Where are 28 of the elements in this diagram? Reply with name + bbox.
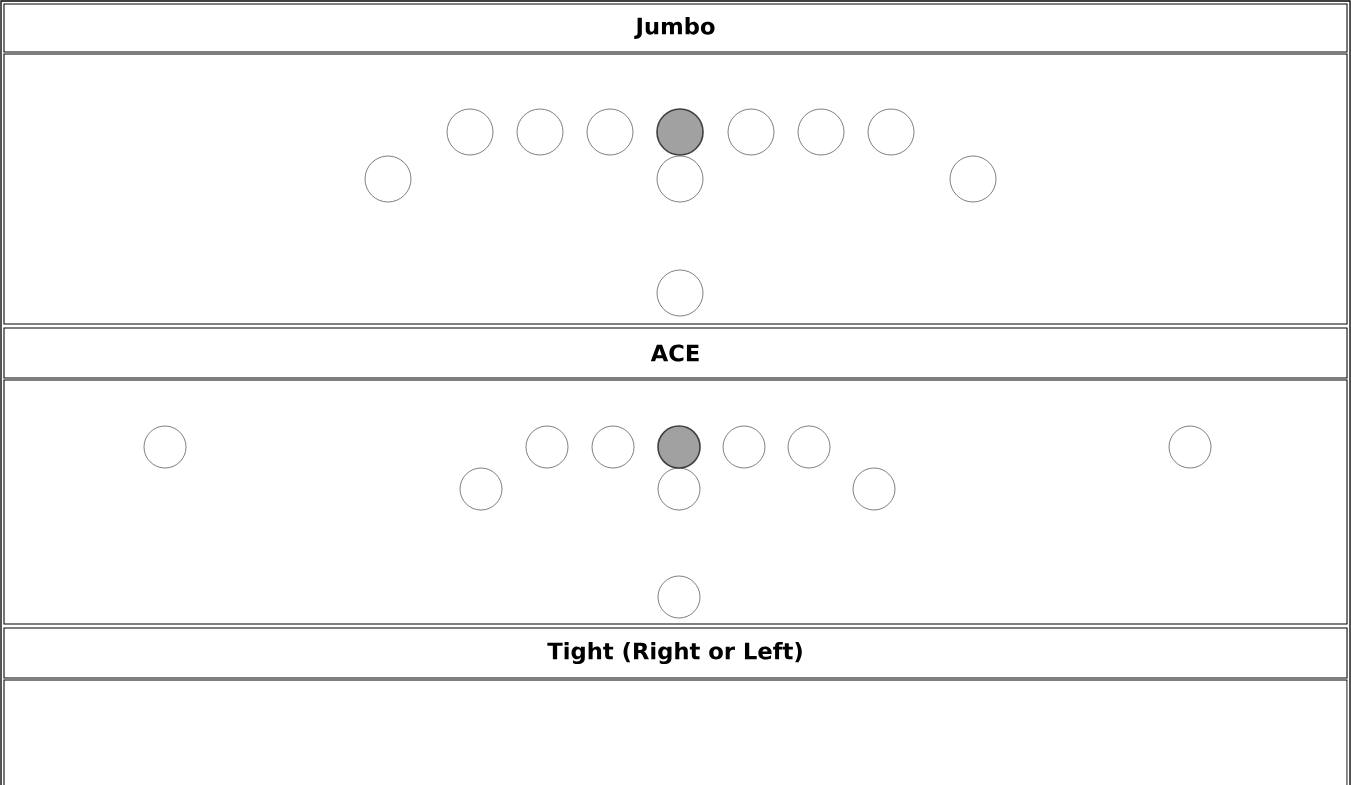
player-circle <box>656 155 704 203</box>
player-circle <box>446 108 494 156</box>
formation-panel <box>3 53 1348 325</box>
player-circle <box>797 108 845 156</box>
player-circle <box>787 425 831 469</box>
player-circle <box>852 467 896 511</box>
player-circle <box>867 108 915 156</box>
table-header: Jumbo <box>3 3 1348 53</box>
table-header: ACE <box>3 327 1348 379</box>
player-circle <box>586 108 634 156</box>
player-circle <box>525 425 569 469</box>
player-circle <box>949 155 997 203</box>
player-circle <box>364 155 412 203</box>
player-circle <box>591 425 635 469</box>
formation-panel <box>3 379 1348 625</box>
player-circle <box>657 425 701 469</box>
player-circle <box>656 269 704 317</box>
player-circle <box>1168 425 1212 469</box>
player-circle <box>657 575 701 619</box>
player-circle <box>516 108 564 156</box>
player-circle <box>727 108 775 156</box>
player-circle <box>722 425 766 469</box>
formation-panel <box>3 679 1348 785</box>
player-circle <box>143 425 187 469</box>
player-circle <box>657 467 701 511</box>
player-circle <box>656 108 704 156</box>
player-circle <box>459 467 503 511</box>
table-header: Tight (Right or Left) <box>3 627 1348 679</box>
